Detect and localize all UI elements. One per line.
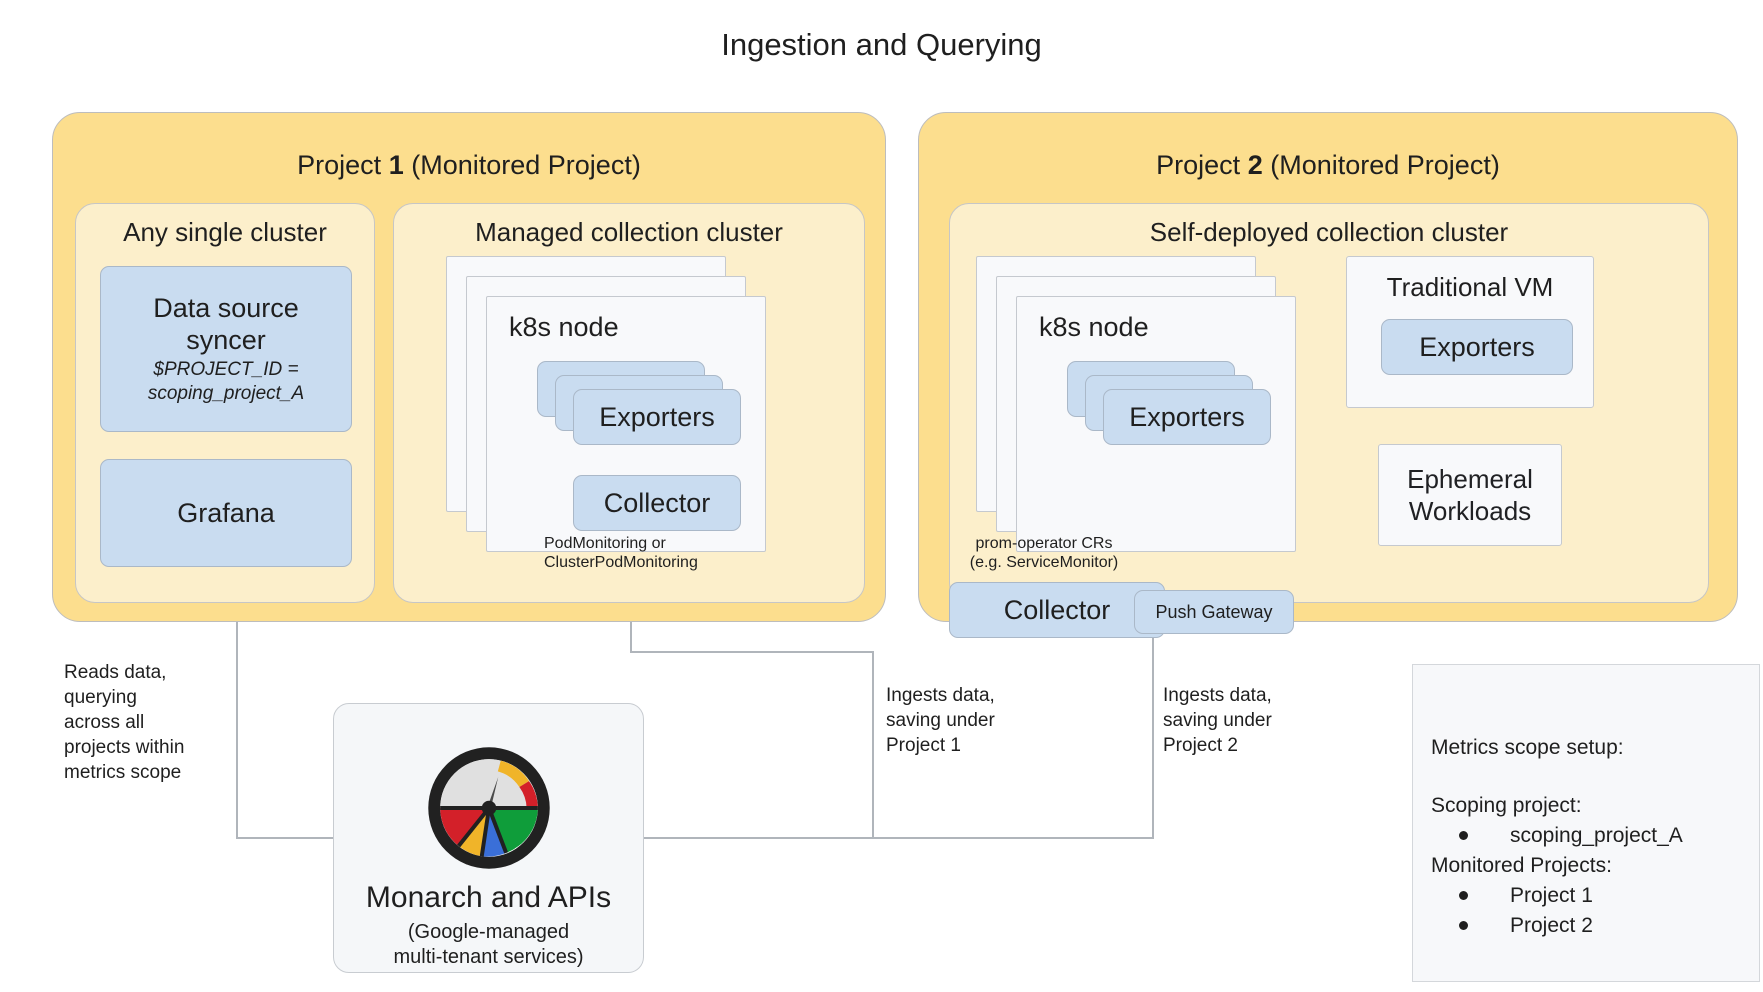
legend-monitored-item-2: Project 2 — [1431, 911, 1593, 941]
k8s-node-card-front-2[interactable]: k8s node Exporters — [1016, 296, 1296, 552]
cluster-any-single-title: Any single cluster — [123, 217, 327, 247]
push-gateway-label: Push Gateway — [1155, 602, 1273, 622]
project-2-container: Project 2 (Monitored Project) Self-deplo… — [918, 112, 1738, 638]
project-1-title: Project 1 (Monitored Project) — [297, 150, 641, 180]
legend-monitored-heading: Monitored Projects: — [1431, 854, 1612, 877]
collector-label: Collector — [603, 488, 711, 518]
grafana-box[interactable]: Grafana — [100, 459, 352, 567]
metrics-scope-legend: Metrics scope setup: Scoping project: sc… — [1412, 664, 1760, 982]
k8s-node-card-front[interactable]: k8s node Exporters Collector — [486, 296, 766, 552]
cluster-managed-collection-title: Managed collection cluster — [475, 217, 783, 247]
annotation-ingest-project-1: Ingests data, saving under Project 1 — [886, 685, 995, 756]
monarch-title: Monarch and APIs — [365, 881, 612, 914]
traditional-vm-box[interactable]: Traditional VM Exporters — [1346, 256, 1594, 408]
cluster-self-deployed-title: Self-deployed collection cluster — [1149, 217, 1509, 247]
ephemeral-workloads-box[interactable]: Ephemeral Workloads — [1378, 444, 1562, 546]
exporters-label-2: Exporters — [1129, 402, 1245, 432]
legend-heading: Metrics scope setup: — [1431, 736, 1624, 759]
cluster-any-single: Any single cluster Data source syncer $P… — [75, 203, 375, 603]
grafana-label: Grafana — [177, 498, 275, 528]
exporters-label: Exporters — [599, 402, 715, 432]
legend-scoping-item-label: scoping_project_A — [1510, 824, 1683, 847]
bullet-icon — [1459, 921, 1468, 930]
vm-exporters-label: Exporters — [1419, 332, 1535, 362]
project-1-container: Project 1 (Monitored Project) Any single… — [52, 112, 886, 622]
cluster-self-deployed: Self-deployed collection cluster k8s nod… — [949, 203, 1709, 638]
k8s-node-label-2: k8s node — [1039, 312, 1149, 342]
collector-box-2[interactable]: Collector — [949, 582, 1165, 638]
traditional-vm-title: Traditional VM — [1386, 272, 1554, 302]
page-title: Ingestion and Querying — [721, 27, 1042, 62]
vm-exporters-box[interactable]: Exporters — [1381, 319, 1573, 375]
project-2-title: Project 2 (Monitored Project) — [1156, 150, 1500, 180]
prom-operator-edge-label: prom-operator CRs (e.g. ServiceMonitor) — [969, 535, 1119, 571]
legend-monitored-item-2-label: Project 2 — [1510, 914, 1593, 937]
podmonitoring-edge-label: PodMonitoring or ClusterPodMonitoring — [544, 535, 698, 571]
legend-monitored-item-1-label: Project 1 — [1510, 884, 1593, 907]
cluster-managed-collection: Managed collection cluster k8s node Expo… — [393, 203, 865, 603]
k8s-node-label: k8s node — [509, 312, 619, 342]
ephemeral-workloads-title: Ephemeral Workloads — [1407, 464, 1533, 526]
monarch-gauge-logo — [427, 747, 550, 869]
annotation-ingest-project-2: Ingests data, saving under Project 2 — [1163, 685, 1272, 756]
collector-label-2: Collector — [1003, 595, 1111, 625]
data-source-syncer-label: Data source syncer — [153, 293, 299, 355]
push-gateway-box[interactable]: Push Gateway — [1134, 590, 1294, 634]
data-source-syncer-subtext: $PROJECT_ID = scoping_project_A — [147, 359, 305, 404]
legend-scoping-item: scoping_project_A — [1431, 821, 1683, 851]
annotation-reads-data: Reads data, querying across all projects… — [64, 662, 185, 783]
exporters-box[interactable]: Exporters — [573, 389, 741, 445]
legend-scoping-heading: Scoping project: — [1431, 794, 1582, 817]
bullet-icon — [1459, 831, 1468, 840]
exporters-box-2[interactable]: Exporters — [1103, 389, 1271, 445]
collector-box[interactable]: Collector — [573, 475, 741, 531]
bullet-icon — [1459, 891, 1468, 900]
monarch-and-apis-node[interactable]: Monarch and APIs (Google-managed multi-t… — [333, 703, 644, 973]
monarch-subtitle: (Google-managed multi-tenant services) — [393, 921, 584, 968]
legend-monitored-item-1: Project 1 — [1431, 881, 1593, 911]
data-source-syncer-box[interactable]: Data source syncer $PROJECT_ID = scoping… — [100, 266, 352, 432]
